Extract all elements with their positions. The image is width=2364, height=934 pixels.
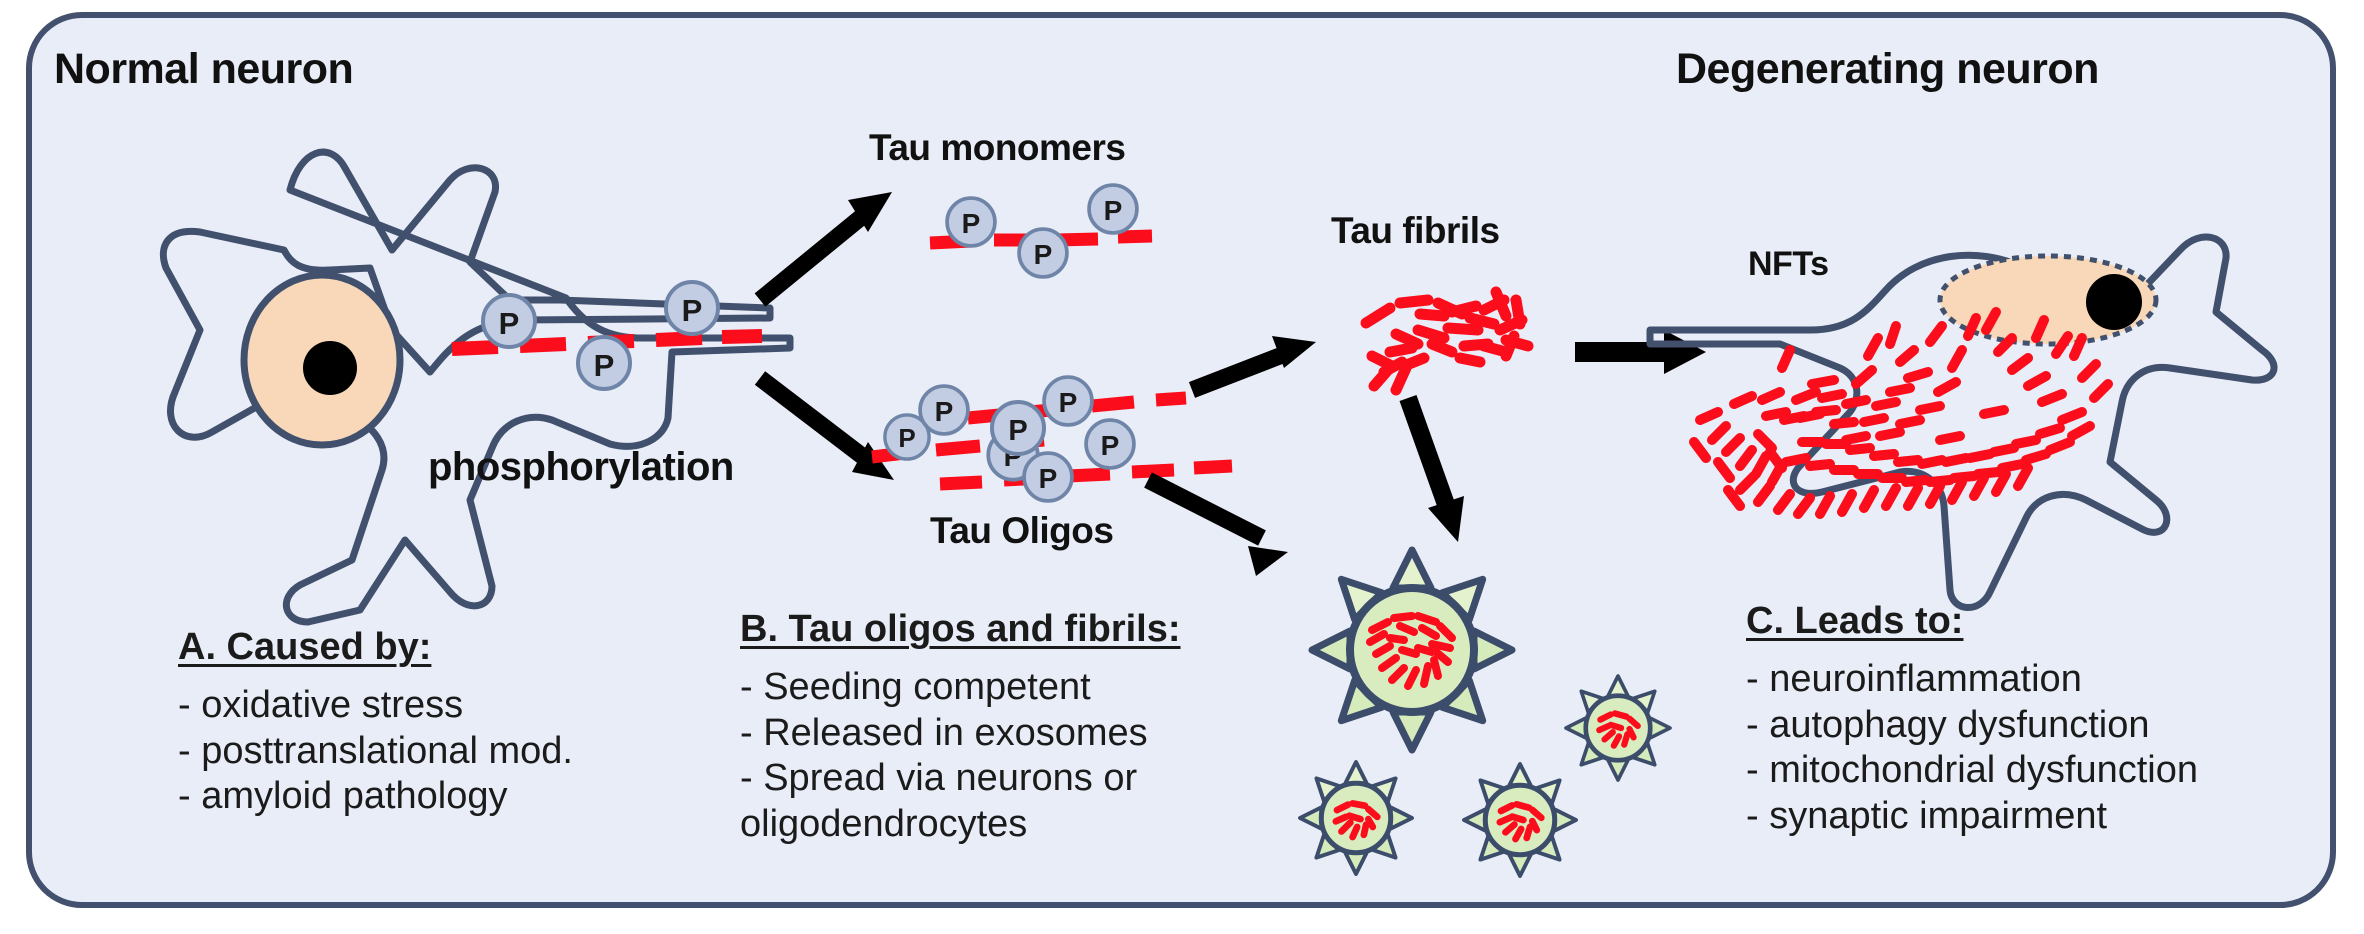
block-b-item-3: - Spread via neurons or oligodendrocytes xyxy=(740,757,1138,846)
degenerating-neuron-label: Degenerating neuron xyxy=(1676,45,2099,93)
block-c-item-3: - mitochondrial dysfunction xyxy=(1746,749,2198,792)
block-b-item-1: - Seeding competent xyxy=(740,665,1091,708)
block-b-heading: B. Tau oligos and fibrils: xyxy=(740,608,1181,650)
block-c-item-2: - autophagy dysfunction xyxy=(1746,703,2150,746)
block-c-leads-to: C. Leads to: - neuroinflammation - autop… xyxy=(1746,600,2198,840)
tau-monomers-label: Tau monomers xyxy=(869,127,1126,168)
block-a-item-2: - posttranslational mod. xyxy=(178,729,573,772)
tau-fibrils-label: Tau fibrils xyxy=(1331,210,1500,251)
normal-neuron-label: Normal neuron xyxy=(54,45,354,93)
nfts-label: NFTs xyxy=(1748,245,1829,283)
block-b-tau-oligos-fibrils: B. Tau oligos and fibrils: - Seeding com… xyxy=(740,608,1200,848)
block-a-item-3: - amyloid pathology xyxy=(178,775,508,818)
block-c-item-4: - synaptic impairment xyxy=(1746,795,2108,838)
block-a-item-1: - oxidative stress xyxy=(178,683,464,726)
block-c-heading: C. Leads to: xyxy=(1746,600,1964,642)
block-b-item-2: - Released in exosomes xyxy=(740,711,1148,754)
tau-oligos-label: Tau Oligos xyxy=(930,510,1114,551)
block-a-heading: A. Caused by: xyxy=(178,626,432,668)
block-c-item-1: - neuroinflammation xyxy=(1746,657,2082,700)
phosphorylation-label: phosphorylation xyxy=(428,445,734,489)
block-a-caused-by: A. Caused by: - oxidative stress - postt… xyxy=(178,626,573,820)
